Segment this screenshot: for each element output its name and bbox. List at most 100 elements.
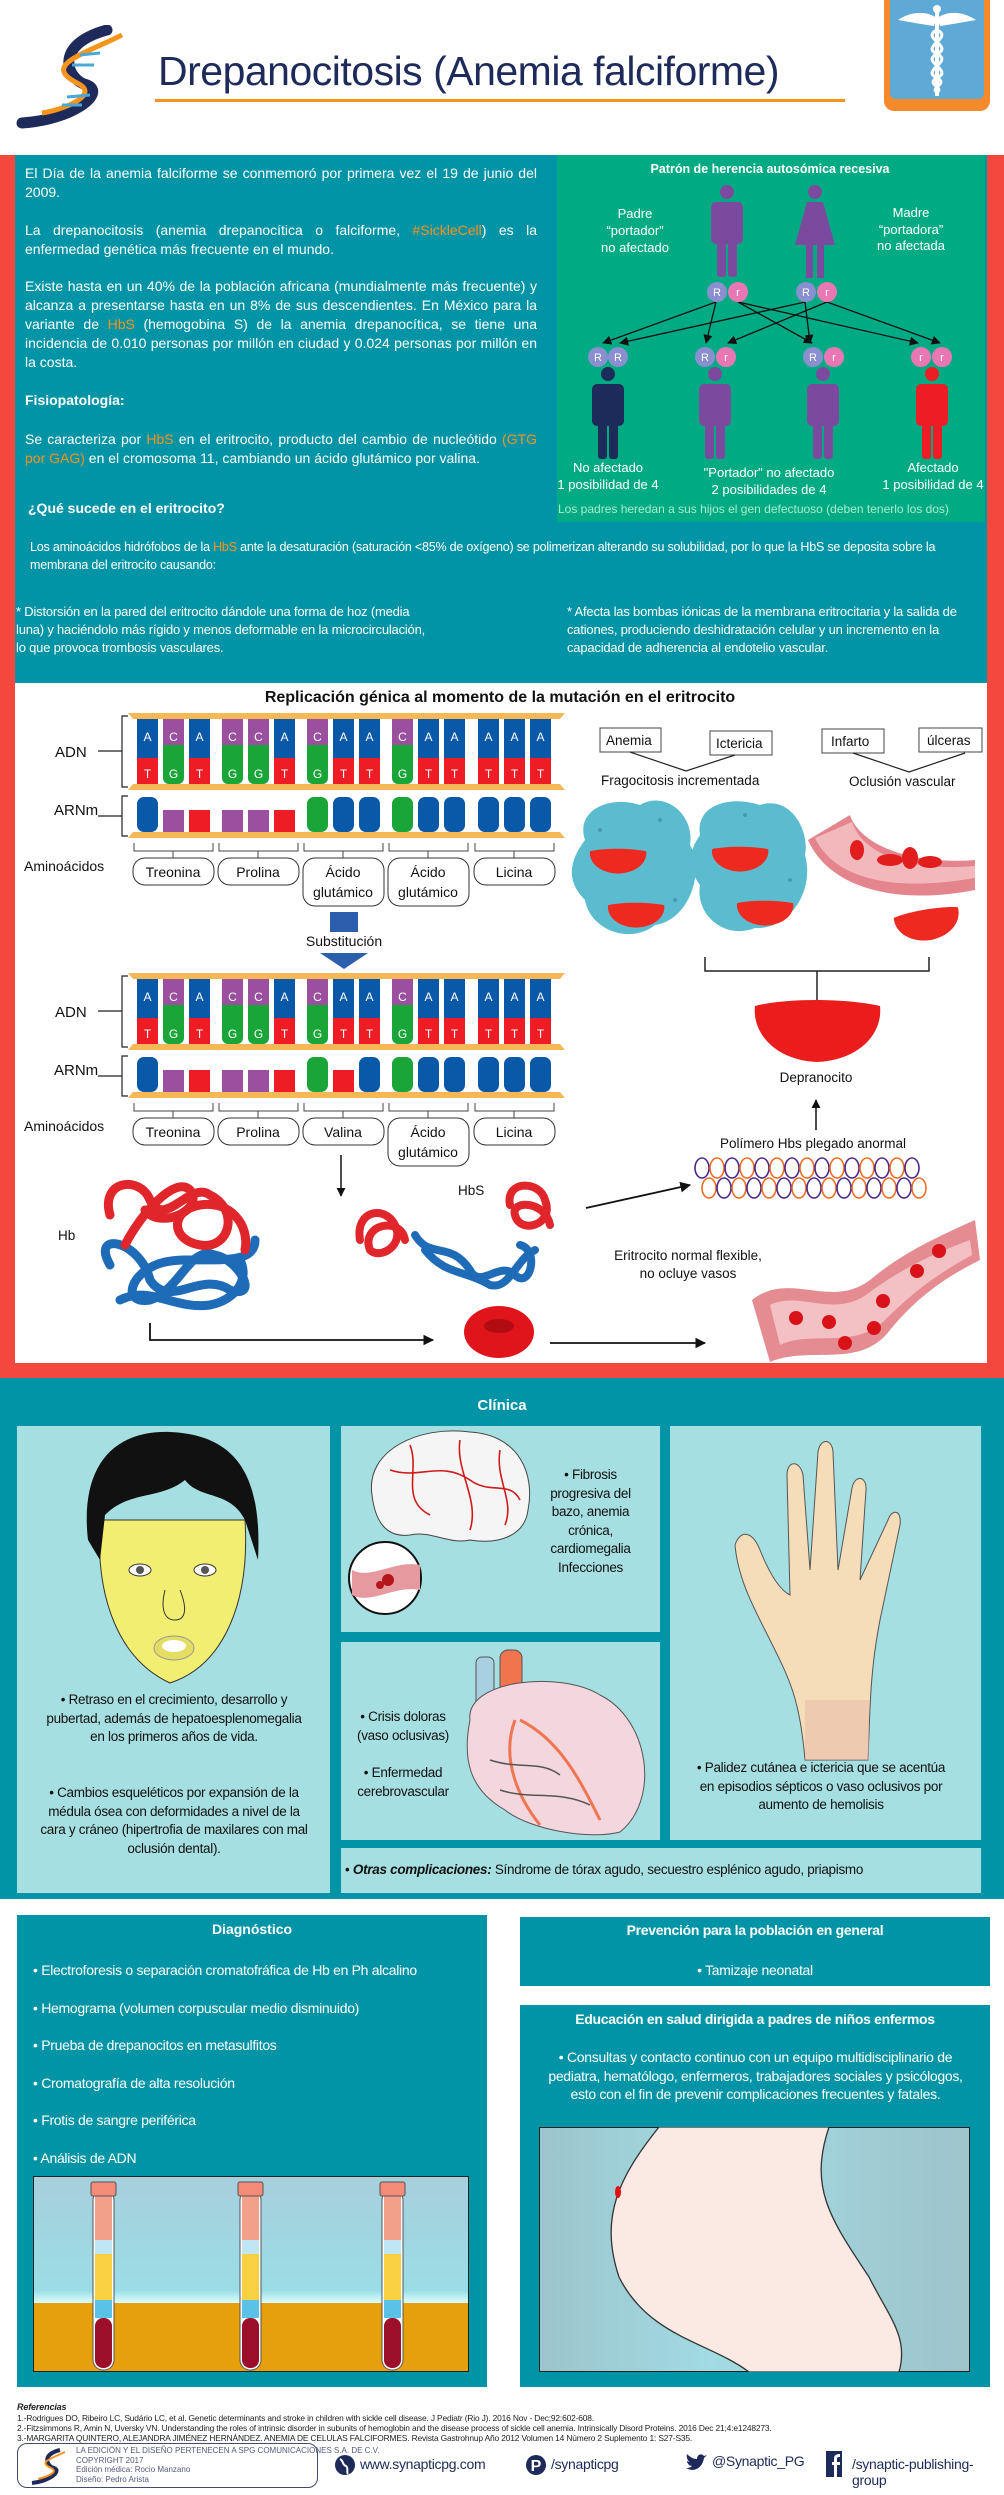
diagnostico-item: • Análisis de ADN — [33, 2150, 137, 2166]
rna-base-A — [478, 797, 499, 832]
base-letter: G — [398, 1027, 407, 1041]
intro-p1: El Día de la anemia falciforme se conmem… — [25, 164, 537, 202]
amino-acid-label: Prolina — [236, 1124, 280, 1140]
rna-base-A — [137, 1057, 158, 1092]
inheritance-footnote: Los padres heredan a sus hijos el gen de… — [558, 502, 949, 516]
base-letter: C — [254, 990, 263, 1004]
facebook-link[interactable]: /synaptic-publishing-group — [852, 2456, 974, 2488]
nucleotide-A — [418, 719, 439, 758]
rna-base-A — [333, 797, 354, 832]
base-letter: C — [228, 990, 237, 1004]
copyright-text: LA EDICIÓN Y EL DISEÑO PERTENECEN A SPG … — [76, 2446, 380, 2484]
base-letter: T — [451, 767, 459, 781]
twitter-link[interactable]: @Synaptic_PG — [712, 2453, 805, 2469]
rna-base-C — [222, 1070, 243, 1092]
nucleotide-C — [248, 719, 269, 745]
allele-R: R — [614, 352, 622, 364]
nucleotide-A — [189, 979, 210, 1018]
dna-backbone — [128, 1044, 565, 1050]
nucleotide-A — [137, 979, 158, 1018]
polymer-loop — [769, 1157, 785, 1179]
otras-text: Síndrome de tórax agudo, secuestro esplé… — [491, 1862, 864, 1877]
amino-acid-label: Licina — [496, 864, 533, 880]
base-letter: T — [425, 1027, 433, 1041]
face-text-2: • Cambios esqueléticos por expansión de … — [40, 1785, 308, 1856]
dna-backbone — [128, 784, 565, 790]
allele-r: r — [940, 352, 944, 364]
hb-label: Hb — [58, 1228, 75, 1243]
amino-acid-label: Ácido — [325, 864, 360, 880]
educacion-title: Educación en salud dirigida a padres de … — [575, 2011, 935, 2027]
intro-text: (hemogobina S) de la anemia drepanocític… — [25, 316, 537, 370]
rna-base-T — [274, 1070, 295, 1092]
fagocitosis-label: Fragocitosis incrementada — [601, 773, 760, 788]
pinterest-link[interactable]: /synapticpg — [551, 2456, 619, 2472]
polymer-loop — [851, 1177, 867, 1199]
rna-backbone — [128, 1092, 565, 1098]
hbs-highlight: HbS — [107, 316, 135, 332]
panel-otras — [341, 1848, 981, 1893]
que-heading: ¿Qué sucede en el eritrocito? — [28, 500, 225, 516]
intro-p2: La drepanocitosis (anemia drepanocítica … — [25, 221, 537, 259]
substitution-arrowhead-icon — [320, 953, 368, 969]
substitution-arrow-icon — [330, 912, 358, 932]
base-letter: G — [228, 767, 237, 781]
allele-R: R — [594, 352, 602, 364]
base-letter: T — [485, 1027, 493, 1041]
inheritance-title: Patrón de herencia autosómica recesiva — [651, 162, 891, 176]
nucleotide-A — [274, 979, 295, 1018]
copyright-box — [17, 2443, 318, 2488]
nucleotide-A — [274, 719, 295, 758]
nucleotide-C — [392, 979, 413, 1005]
rna-base-A — [444, 797, 465, 832]
dna-ladder-mutated: ADNARNmAminoácidosATCGATCGCGATCGATATCGAT… — [24, 973, 565, 1167]
synaptic-logo-small-icon — [31, 2448, 66, 2485]
amino-acid-box — [387, 857, 470, 907]
rna-base-T — [333, 1070, 354, 1092]
polymer-loop — [874, 1157, 890, 1179]
polymer-loop — [784, 1157, 800, 1179]
base-letter: G — [254, 767, 263, 781]
child-label: "Portador" no afectado — [704, 465, 835, 480]
rna-base-T — [189, 1070, 210, 1092]
hb-molecule-illustration — [100, 1180, 260, 1311]
amino-acid-label: Prolina — [236, 864, 280, 880]
rna-base-A — [444, 1057, 465, 1092]
nucleotide-C — [307, 719, 328, 745]
child-label: 1 posibilidad de 4 — [557, 477, 658, 492]
mother-label: Madre — [893, 205, 930, 220]
occluded-vessel-illustration — [808, 815, 975, 946]
nucleotide-G — [392, 1005, 413, 1044]
website-link[interactable]: www.synapticpg.com — [360, 2456, 486, 2472]
child-label: Afectado — [907, 460, 958, 475]
allele-r: r — [825, 287, 829, 299]
base-letter: T — [537, 767, 545, 781]
amino-acid-label: Licina — [496, 1124, 533, 1140]
nucleotide-C — [392, 719, 413, 745]
nucleotide-T — [530, 758, 551, 784]
base-letter: C — [169, 990, 178, 1004]
base-letter: G — [228, 1027, 237, 1041]
base-letter: A — [280, 990, 288, 1004]
hbs-molecule-illustration — [355, 1181, 554, 1290]
rna-base-G — [307, 797, 328, 832]
arnm-label: ARNm — [54, 802, 98, 819]
polymer-loop — [701, 1177, 717, 1199]
base-letter: T — [511, 767, 519, 781]
nucleotide-highlight: (GTG por GAG) — [25, 431, 537, 466]
polymer-loop — [866, 1177, 882, 1199]
allele-R: R — [809, 352, 817, 364]
anemia-label: Anemia — [606, 733, 652, 748]
base-letter: T — [281, 767, 289, 781]
base-letter: A — [280, 730, 288, 744]
amino-acid-box — [217, 857, 300, 886]
base-letter: T — [537, 1027, 545, 1041]
inheritance-diagram: Patrón de herencia autosómica recesiva P… — [557, 162, 983, 516]
nucleotide-G — [163, 1005, 184, 1044]
nucleotide-A — [137, 719, 158, 758]
diagnostico-item: • Frotis de sangre periférica — [33, 2112, 196, 2128]
otras-label: Otras complicaciones: — [352, 1862, 492, 1877]
nucleotide-T — [189, 758, 210, 784]
father-label: “portador” — [606, 223, 663, 238]
brain-illustration — [348, 1430, 531, 1615]
